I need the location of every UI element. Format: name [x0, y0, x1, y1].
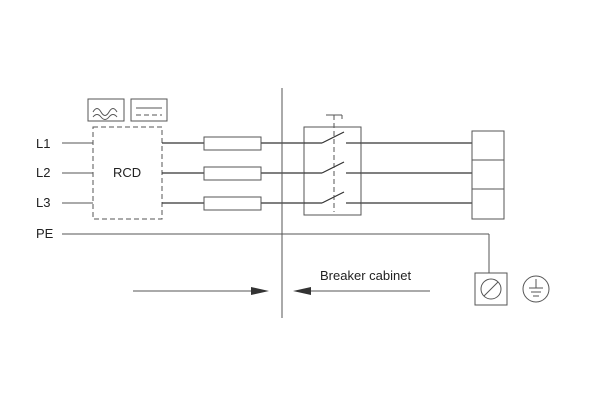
pe-label: PE: [36, 226, 54, 241]
phase-label-l2: L2: [36, 165, 50, 180]
rcd-type-ac-icon: [87, 98, 125, 122]
fuse-l2: [203, 166, 262, 181]
rcd-type-dc-icon: [130, 98, 168, 122]
fuse-l1: [203, 136, 262, 151]
arrow-left: [293, 287, 430, 295]
cabinet-label: Breaker cabinet: [320, 268, 411, 283]
rcd-label: RCD: [113, 165, 141, 180]
phase-label-l1: L1: [36, 136, 50, 151]
breaker-switch: [303, 114, 362, 216]
arrow-right: [133, 287, 269, 295]
fuse-l3: [203, 196, 262, 211]
terminal-block: [471, 130, 505, 220]
earth-ground-icon: [522, 275, 550, 303]
phase-label-l3: L3: [36, 195, 50, 210]
earth-terminal-icon: [474, 272, 508, 306]
